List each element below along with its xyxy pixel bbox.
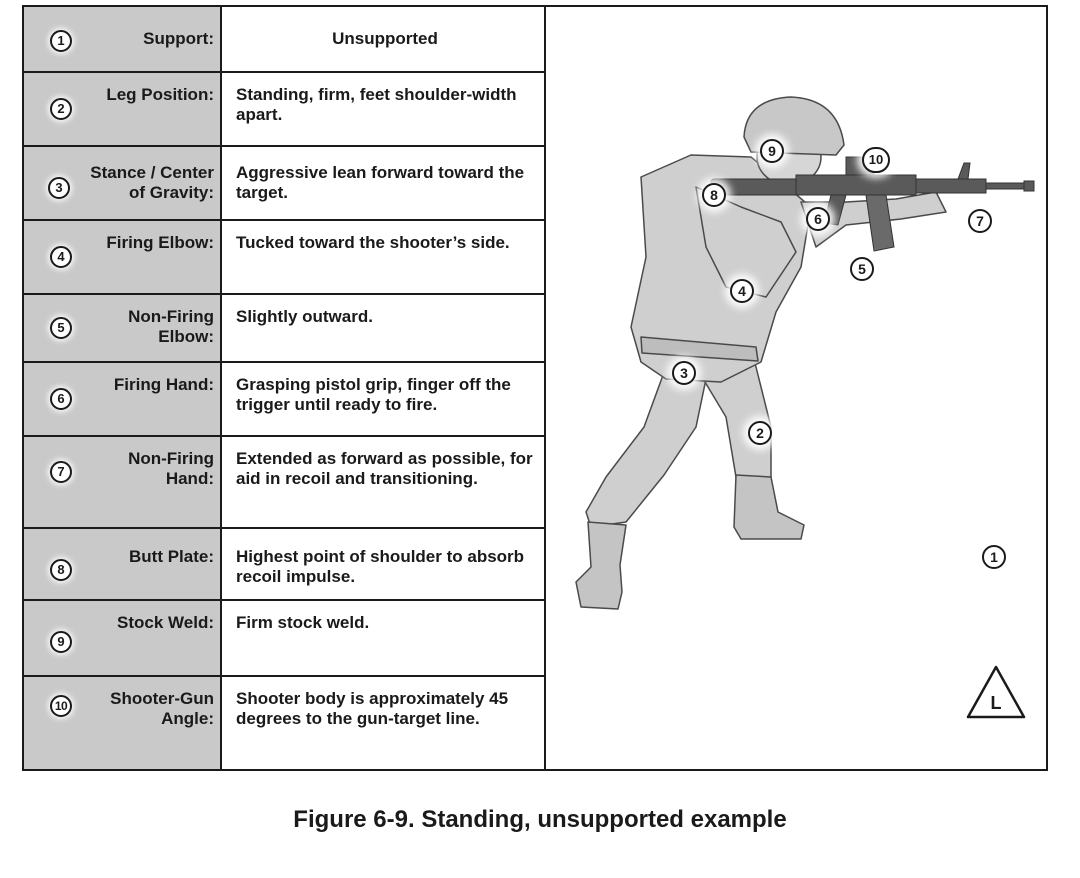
table-row: 10 Shooter-Gun Angle: Shooter body is ap… [24,677,544,769]
row-value: Standing, firm, feet shoulder-width apar… [236,85,517,124]
back-boot [575,521,627,610]
callout-10: 10 [862,147,890,173]
position-table: 1 Support: Unsupported 2 Leg Position: S… [24,7,546,769]
row-label-cell: 1 Support: [24,7,222,71]
callout-6: 6 [806,207,830,231]
row-value: Extended as forward as possible, for aid… [236,449,533,488]
row-number: 3 [48,177,70,199]
row-label: Butt Plate: [129,547,214,566]
row-label-cell: 8 Butt Plate: [24,529,222,599]
rifle-muzzle [1023,180,1035,192]
row-value: Shooter body is approximately 45 degrees… [236,689,509,728]
row-number: 4 [50,246,72,268]
shooter-illustration-panel: 9 10 8 6 7 5 4 3 2 1 L [546,7,1048,769]
callout-2: 2 [748,421,772,445]
row-value: Aggressive lean forward toward the targe… [236,163,525,202]
callout-9: 9 [760,139,784,163]
row-label-cell: 7 Non-Firing Hand: [24,437,222,527]
rifle-front-sight [957,162,971,180]
rifle-barrel [985,182,1025,190]
figure-caption: Figure 6-9. Standing, unsupported exampl… [293,806,787,833]
row-number: 7 [50,461,72,483]
row-label: Shooter-Gun Angle: [110,689,214,728]
table-row: 1 Support: Unsupported [24,7,544,73]
table-row: 7 Non-Firing Hand: Extended as forward a… [24,437,544,529]
row-number: 10 [50,695,72,717]
row-label: Support: [143,29,214,48]
row-label-cell: 9 Stock Weld: [24,601,222,675]
figure-frame: 1 Support: Unsupported 2 Leg Position: S… [22,5,1048,771]
row-label: Non-Firing Elbow: [128,307,214,346]
row-label-cell: 6 Firing Hand: [24,363,222,435]
row-number: 5 [50,317,72,339]
row-label: Stock Weld: [117,613,214,632]
rifle-handguard [915,178,987,194]
row-label-cell: 3 Stance / Center of Gravity: [24,147,222,219]
callout-3: 3 [672,361,696,385]
table-row: 4 Firing Elbow: Tucked toward the shoote… [24,221,544,295]
table-row: 6 Firing Hand: Grasping pistol grip, fin… [24,363,544,437]
rifle-magazine [865,194,895,252]
row-value: Highest point of shoulder to absorb reco… [236,547,525,586]
row-value: Unsupported [332,29,438,48]
table-row: 8 Butt Plate: Highest point of shoulder … [24,529,544,601]
row-value: Slightly outward. [236,307,373,326]
rifle-receiver [795,174,917,196]
row-label-cell: 2 Leg Position: [24,73,222,145]
callout-8: 8 [702,183,726,207]
callout-1: 1 [982,545,1006,569]
table-row: 9 Stock Weld: Firm stock weld. [24,601,544,677]
soldier-illustration [575,96,1035,610]
row-value: Tucked toward the shooter’s side. [236,233,510,252]
corner-triangle-mark: L [966,665,1026,719]
callout-5: 5 [850,257,874,281]
row-label-cell: 10 Shooter-Gun Angle: [24,677,222,769]
row-label: Firing Elbow: [106,233,214,252]
front-boot [733,474,805,540]
table-row: 3 Stance / Center of Gravity: Aggressive… [24,147,544,221]
row-label: Firing Hand: [113,375,214,394]
row-number: 2 [50,98,72,120]
row-number: 8 [50,559,72,581]
row-number: 6 [50,388,72,410]
row-value: Grasping pistol grip, finger off the tri… [236,375,511,414]
row-label: Leg Position: [106,85,214,104]
table-row: 2 Leg Position: Standing, firm, feet sho… [24,73,544,147]
row-number: 1 [50,30,72,52]
callout-7: 7 [968,209,992,233]
row-label: Stance / Center of Gravity: [90,163,214,202]
table-row: 5 Non-Firing Elbow: Slightly outward. [24,295,544,363]
row-label: Non-Firing Hand: [128,449,214,488]
helmet [743,96,845,156]
firing-arm [695,186,797,298]
row-label-cell: 4 Firing Elbow: [24,221,222,293]
row-label-cell: 5 Non-Firing Elbow: [24,295,222,361]
belt [640,336,759,362]
callout-4: 4 [730,279,754,303]
corner-mark-letter: L [991,693,1002,713]
row-value: Firm stock weld. [236,613,370,632]
row-number: 9 [50,631,72,653]
back-leg [585,366,707,528]
